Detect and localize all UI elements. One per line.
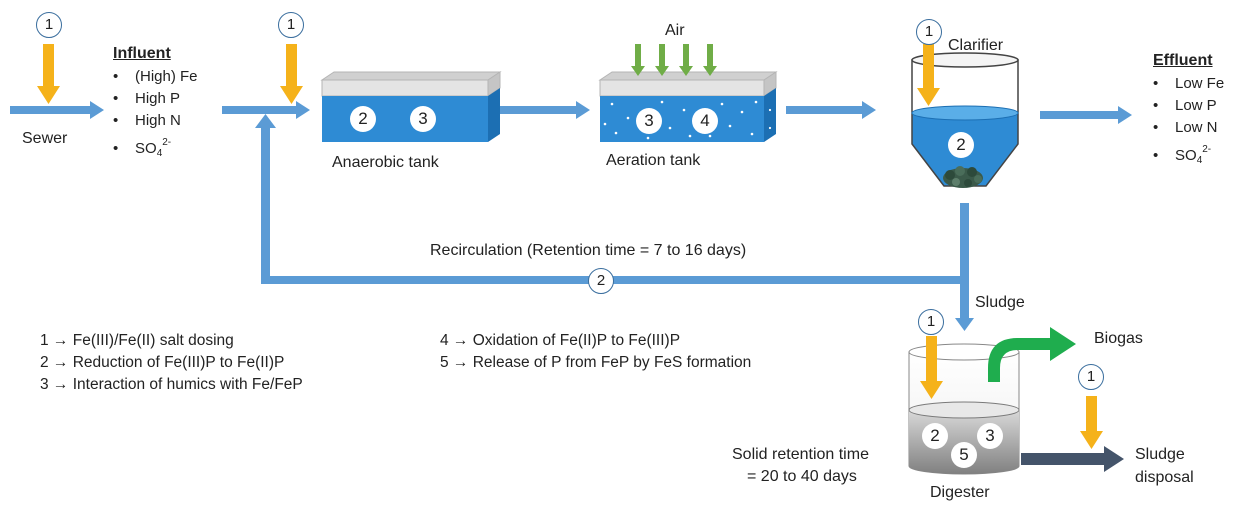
biogas-label: Biogas (1094, 330, 1143, 347)
effluent-item: Low P (1153, 95, 1224, 117)
digester-marker-3: 3 (977, 423, 1003, 449)
anaerobic-marker-2: 2 (350, 106, 376, 132)
sewer-flow-arrow (10, 101, 104, 119)
effluent-title: Effluent (1153, 52, 1213, 69)
dosing-arrows (37, 44, 1103, 449)
aeration-marker-4: 4 (692, 108, 718, 134)
influent-title: Influent (113, 45, 171, 62)
clarifier-outlet-pipe (960, 203, 969, 316)
aeration-tank-label: Aeration tank (606, 152, 701, 169)
dosing-marker: 1 (916, 19, 942, 45)
effluent-item: SO42- (1153, 139, 1224, 172)
dosing-marker: 1 (918, 309, 944, 335)
to-anaerobic-arrow (222, 101, 310, 119)
to-aeration-arrow (500, 101, 590, 119)
srt-label-line1: Solid retention time (732, 446, 869, 463)
sewer-label: Sewer (22, 130, 68, 147)
anaerobic-tank-label: Anaerobic tank (332, 154, 439, 171)
digester-marker-5: 5 (951, 442, 977, 468)
legend-item: 2 → Reduction of Fe(III)P to Fe(II)P (40, 354, 285, 371)
recirculation-marker-2: 2 (588, 268, 614, 294)
legend-item: 3 → Interaction of humics with Fe/FeP (40, 376, 303, 393)
anaerobic-marker-3: 3 (410, 106, 436, 132)
sludge-disposal-label-line2: disposal (1135, 469, 1194, 486)
dosing-marker: 1 (278, 12, 304, 38)
aeration-tank (598, 71, 778, 142)
legend-item: 1 → Fe(III)/Fe(II) salt dosing (40, 332, 234, 349)
legend-right: 4 → Oxidation of Fe(II)P to Fe(III)P 5 →… (440, 330, 751, 374)
legend-item: 4 → Oxidation of Fe(II)P to Fe(III)P (440, 332, 681, 349)
legend-item: 5 → Release of P from FeP by FeS formati… (440, 354, 752, 371)
effluent-list: Low Fe Low P Low N SO42- (1153, 73, 1224, 172)
clarifier-marker-2: 2 (948, 132, 974, 158)
influent-item: (High) Fe (113, 66, 198, 88)
sludge-flocs (943, 166, 983, 188)
digester-label: Digester (930, 484, 990, 501)
air-arrows (631, 44, 717, 76)
influent-item: High N (113, 110, 198, 132)
recirculation-riser (261, 126, 270, 284)
srt-label-line2: = 20 to 40 days (747, 468, 857, 485)
influent-item: SO42- (113, 132, 198, 165)
effluent-item: Low N (1153, 117, 1224, 139)
dosing-marker: 1 (36, 12, 62, 38)
aeration-marker-3: 3 (636, 108, 662, 134)
air-label: Air (665, 22, 685, 39)
recirculation-line (261, 276, 969, 284)
recirculation-arrowhead (255, 114, 276, 128)
sludge-label: Sludge (975, 294, 1025, 311)
recirculation-label: Recirculation (Retention time = 7 to 16 … (430, 242, 747, 259)
biogas-arrow (988, 327, 1076, 382)
influent-item: High P (113, 88, 198, 110)
clarifier-label: Clarifier (948, 37, 1004, 54)
anaerobic-tank (320, 71, 502, 142)
dosing-marker: 1 (1078, 364, 1104, 390)
influent-list: (High) Fe High P High N SO42- (113, 66, 198, 165)
legend-left: 1 → Fe(III)/Fe(II) salt dosing 2 → Reduc… (40, 330, 303, 396)
to-clarifier-arrow (786, 101, 876, 119)
sludge-disposal-label-line1: Sludge (1135, 446, 1185, 463)
sludge-disposal-arrow (1021, 446, 1124, 472)
effluent-arrow (1040, 106, 1132, 124)
air-bubbles (603, 100, 772, 140)
sludge-down-arrow (955, 316, 974, 331)
effluent-item: Low Fe (1153, 73, 1224, 95)
digester-marker-2: 2 (922, 423, 948, 449)
